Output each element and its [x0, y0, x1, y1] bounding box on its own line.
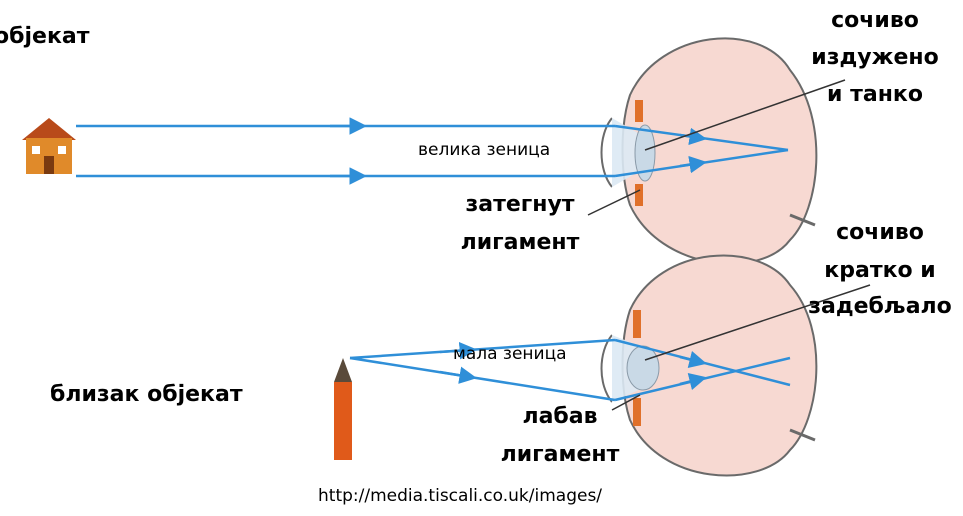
eye-top: [600, 37, 818, 265]
tight-ligament-label-1: затегнут: [465, 192, 575, 217]
lens-top-label-1: сочиво: [831, 8, 919, 33]
lens-bottom: [626, 345, 660, 391]
far-object-label: објекат: [0, 24, 90, 49]
house-icon: [22, 118, 76, 174]
lens-bottom-label-2: кратко и: [824, 258, 936, 283]
big-pupil-label: велика зеница: [418, 140, 551, 160]
source-url: http://media.tiscali.co.uk/images/: [318, 486, 603, 506]
eye-bottom: [600, 254, 818, 477]
lens-top: [634, 124, 656, 182]
tight-ligament-label-2: лигамент: [460, 230, 580, 255]
lens-top-label-2: издужено: [811, 45, 939, 70]
pointer-lens-bottom: [644, 284, 871, 361]
lens-bottom-label-1: сочиво: [836, 220, 924, 245]
rays-bottom: [349, 338, 791, 402]
pointer-ligament-bottom: [611, 394, 641, 411]
small-pupil-label: мала зеница: [453, 344, 567, 364]
loose-ligament-label-2: лигамент: [500, 442, 620, 467]
pencil-icon: [334, 358, 352, 460]
lens-top-label-3: и танко: [827, 82, 923, 107]
near-object-label: близак објекат: [50, 382, 243, 407]
rays-top: [76, 117, 789, 185]
pointer-ligament-top: [587, 189, 641, 216]
lens-bottom-label-3: задебљало: [808, 294, 952, 319]
loose-ligament-label-1: лабав: [522, 404, 598, 429]
pointer-lens-top: [644, 79, 846, 151]
